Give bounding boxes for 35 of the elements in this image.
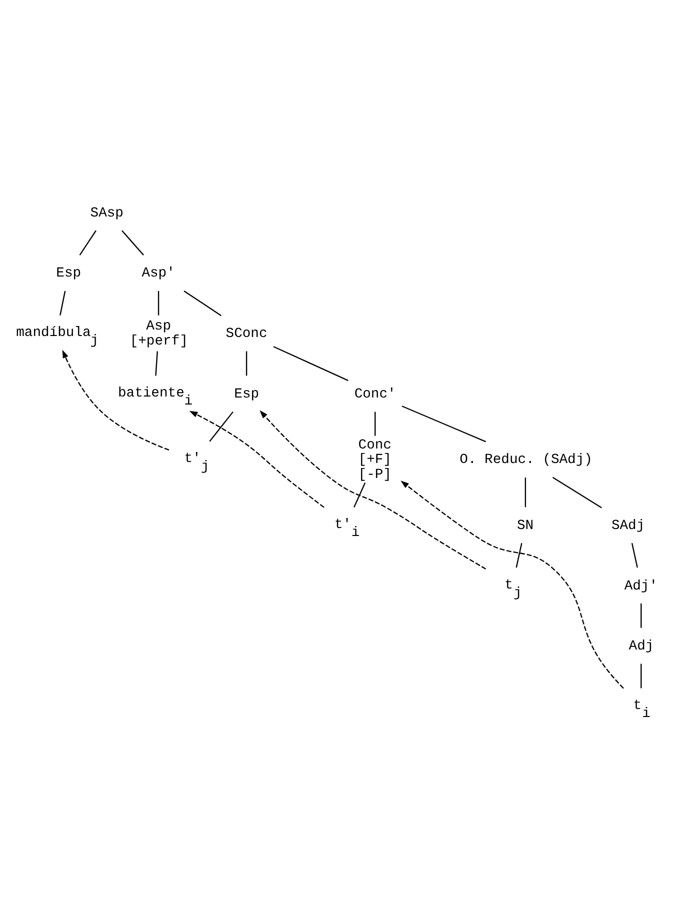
node-text: Adj' — [624, 578, 658, 594]
connector — [273, 346, 348, 381]
connector — [631, 542, 638, 568]
connector — [122, 230, 144, 255]
node-text: SAsp — [90, 204, 124, 221]
node-text: SAdj — [611, 517, 645, 534]
connector — [640, 663, 642, 688]
node-text: Adj — [628, 638, 654, 654]
node-text: Asp' — [142, 265, 175, 282]
node-text: O. Reduc. (SAdj) — [460, 452, 592, 468]
connector — [374, 411, 376, 436]
connector — [209, 410, 234, 442]
connector — [516, 542, 522, 568]
node-text: SConc — [226, 326, 268, 342]
connector — [246, 350, 248, 376]
connector — [552, 476, 602, 508]
arrow — [400, 480, 624, 688]
node-text: Conc' — [354, 386, 396, 402]
node-text: Esp — [234, 386, 260, 402]
connector — [79, 230, 96, 255]
connector — [524, 477, 526, 507]
arrow — [260, 410, 486, 570]
node-text: SN — [517, 517, 534, 534]
node-text: Esp — [56, 265, 82, 282]
connector — [184, 290, 222, 316]
node-text: Conc [+F] [-P] — [358, 436, 392, 482]
connector — [60, 290, 66, 315]
connector — [354, 482, 366, 508]
connector — [155, 350, 158, 376]
arrow — [62, 349, 170, 450]
connector — [640, 602, 642, 628]
connector — [402, 405, 486, 442]
node-text: Asp [+perf] — [130, 318, 188, 349]
arrow — [189, 410, 324, 508]
connector — [158, 290, 160, 315]
